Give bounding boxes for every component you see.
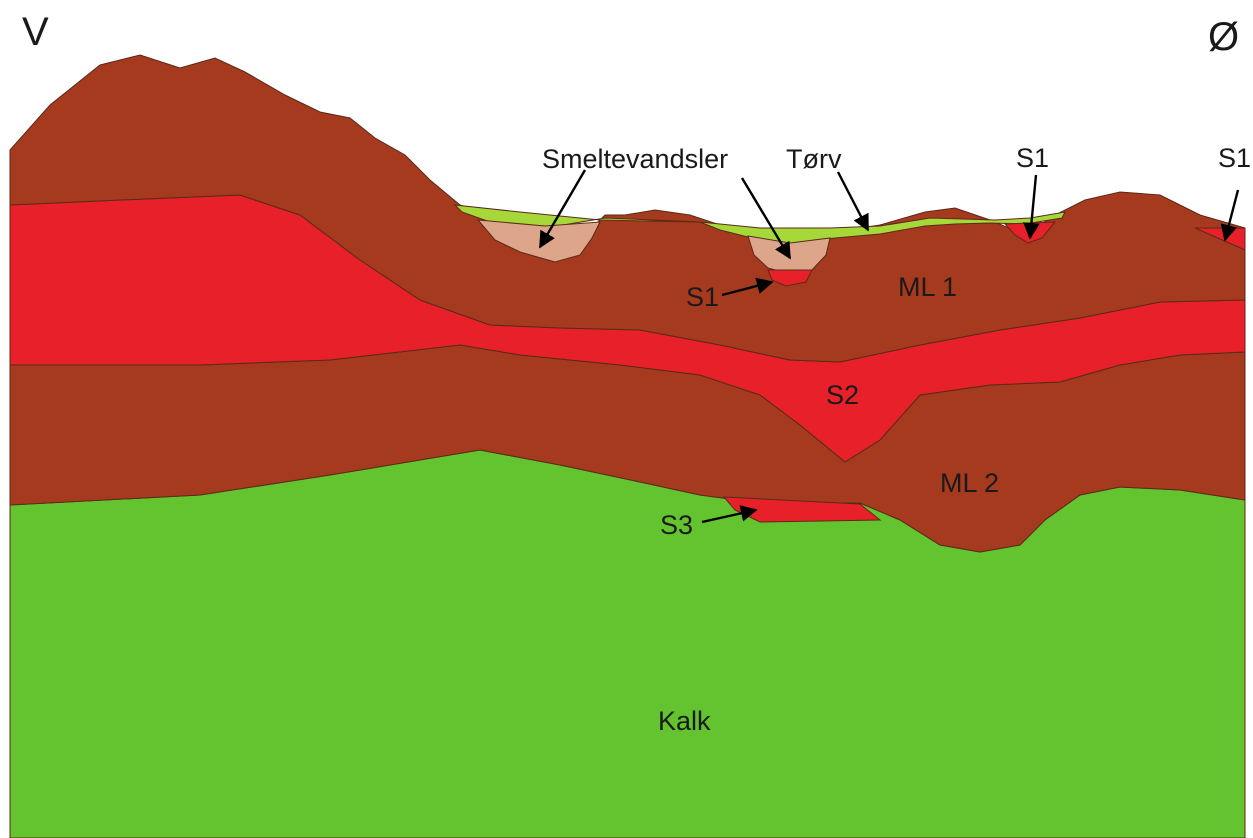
s1-right-inner-label: S1 — [1016, 143, 1049, 173]
ml1-label: ML 1 — [898, 272, 957, 302]
s3-label: S3 — [660, 510, 693, 540]
arrow-meltwater-clay-left — [538, 169, 587, 249]
s1-center-label: S1 — [686, 282, 719, 312]
arrow-s1-right-edge — [1220, 189, 1240, 242]
arrow-meltwater-clay-center — [740, 177, 792, 260]
s1-right-edge-label: S1 — [1218, 143, 1251, 173]
arrow-peat — [836, 171, 870, 232]
meltwater-clay-lens-left — [476, 219, 601, 263]
s3-sand-lens — [722, 496, 882, 523]
arrow-s1-center — [721, 277, 774, 297]
ml1-moraine-layer — [9, 54, 1246, 363]
chalk-label: Kalk — [658, 706, 711, 736]
meltwater-clay-label: Smeltevandsler — [542, 144, 728, 174]
s2-label: S2 — [826, 380, 859, 410]
peat-label: Tørv — [786, 144, 842, 174]
arrow-s3 — [701, 505, 758, 524]
peat-layer — [453, 204, 1066, 245]
ml2-label: ML 2 — [940, 468, 999, 498]
direction-west-label: V — [22, 10, 49, 54]
arrow-s1-right-inner — [1023, 174, 1040, 240]
direction-east-label: Ø — [1208, 15, 1239, 59]
